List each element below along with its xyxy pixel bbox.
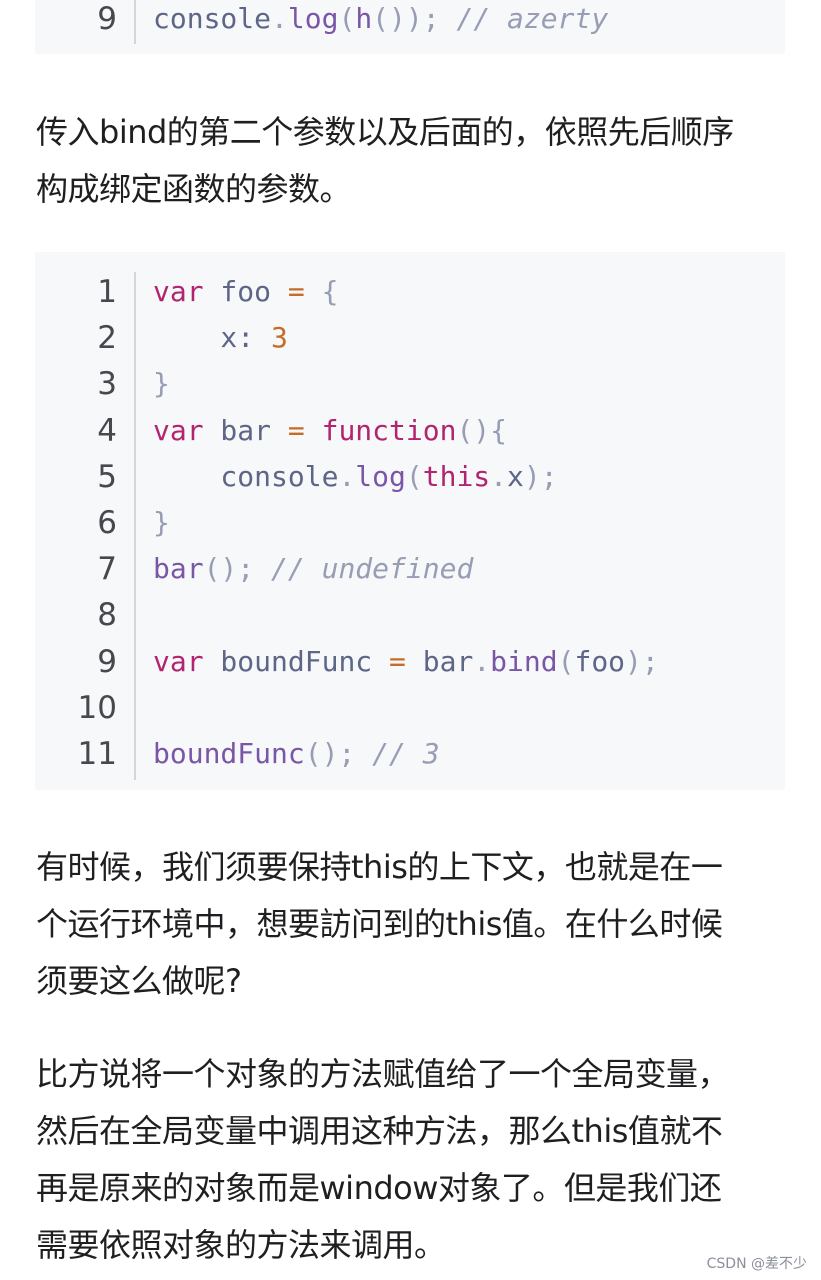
- paragraph-line: 构成绑定函数的参数。: [36, 170, 352, 208]
- code-line: 10: [35, 685, 785, 731]
- code-token: ();: [304, 737, 356, 770]
- csdn-watermark: CSDN @差不少: [706, 1256, 807, 1272]
- line-number: 1: [97, 274, 117, 310]
- paragraph-line: 然后在全局变量中调用这种方法，那么this值就不: [36, 1112, 723, 1150]
- code-text: var boundFunc = bar.bind(foo);: [153, 639, 659, 685]
- code-token: .: [271, 2, 288, 35]
- code-token: x:: [153, 321, 272, 355]
- code-line: 5 console.log(this.x);: [35, 454, 785, 500]
- line-number: 6: [97, 505, 117, 541]
- code-token: (){: [456, 413, 508, 447]
- line-number: 7: [97, 551, 117, 588]
- code-token: }: [153, 367, 170, 401]
- code-token: (: [338, 2, 356, 35]
- code-line: 9 var boundFunc = bar.bind(foo);: [35, 639, 785, 685]
- code-token: =: [287, 413, 305, 447]
- code-line: 9 console.log(h()); // azerty: [35, 0, 785, 42]
- gutter-divider: [134, 0, 136, 44]
- line-number: 9: [97, 643, 117, 680]
- code-block-top: 9 console.log(h()); // azerty: [35, 0, 785, 54]
- code-text: bar(); // undefined: [153, 546, 473, 592]
- code-token: log: [287, 2, 339, 35]
- code-line: 6}: [35, 500, 785, 546]
- code-token: ());: [372, 2, 440, 35]
- code-token: bind: [490, 644, 558, 678]
- line-number: 3: [97, 366, 117, 403]
- code-token: x: [507, 459, 524, 493]
- code-text: var bar = function(){: [153, 408, 507, 454]
- code-token: boundFunc: [203, 644, 390, 678]
- line-number: 10: [77, 689, 117, 726]
- code-line: 8: [35, 592, 785, 638]
- paragraph-line: 需要依照对象的方法来调用。: [36, 1226, 446, 1264]
- code-token: .: [338, 459, 356, 493]
- paragraph-bind-args: 传入bind的第二个参数以及后面的，依照先后顺序 构成绑定函数的参数。: [36, 104, 786, 218]
- paragraph-global-variable: 比方说将一个对象的方法赋值给了一个全局变量， 然后在全局变量中调用这种方法，那么…: [36, 1046, 786, 1274]
- code-token: =: [287, 275, 305, 308]
- code-text: console.log(this.x);: [153, 454, 558, 500]
- line-number: 11: [77, 736, 117, 772]
- line-number: 4: [97, 412, 117, 449]
- code-token: .: [473, 644, 491, 678]
- code-token: foo: [203, 275, 288, 308]
- code-text: boundFunc(); // 3: [153, 731, 440, 777]
- code-token: log: [355, 459, 406, 493]
- code-token: // azerty: [439, 2, 609, 35]
- code-token: var: [153, 644, 204, 678]
- code-token: (: [405, 459, 423, 493]
- code-token: ();: [203, 552, 255, 586]
- code-token: .: [490, 459, 508, 493]
- code-line: 11 boundFunc(); // 3: [35, 731, 785, 777]
- paragraph-line: 传入bind的第二个参数以及后面的，依照先后顺序: [36, 113, 734, 151]
- paragraph-line: 再是原来的对象而是window对象了。但是我们还: [36, 1169, 722, 1207]
- code-token: var: [153, 413, 204, 447]
- code-token: 3: [271, 321, 288, 355]
- code-token: this: [422, 459, 491, 493]
- code-text: x: 3: [153, 315, 288, 361]
- code-token: foo: [574, 644, 626, 678]
- code-line: 1 var foo = {: [35, 269, 785, 315]
- code-line: 7 bar(); // undefined: [35, 546, 785, 592]
- paragraph-line: 比方说将一个对象的方法赋值给了一个全局变量，: [36, 1055, 730, 1093]
- line-number: 5: [97, 458, 117, 495]
- code-token: );: [523, 459, 558, 493]
- code-text: console.log(h()); // azerty: [153, 0, 608, 42]
- code-token: console: [153, 2, 272, 35]
- line-number: 9: [97, 1, 117, 37]
- gutter-divider: [134, 272, 136, 780]
- code-token: (: [557, 644, 575, 678]
- paragraph-line: 有时候，我们须要保持this的上下文，也就是在一: [36, 848, 723, 886]
- code-token: // undefined: [254, 552, 474, 586]
- code-token: bar: [203, 413, 288, 447]
- code-token: =: [389, 644, 406, 678]
- paragraph-line: 须要这么做呢?: [36, 962, 242, 1000]
- code-token: {: [304, 275, 339, 308]
- code-text: }: [153, 500, 170, 546]
- code-token: console: [153, 459, 339, 493]
- code-token: h: [355, 2, 373, 35]
- line-number: 2: [97, 320, 117, 357]
- code-token: // 3: [355, 737, 440, 770]
- line-number: 8: [97, 597, 117, 634]
- code-token: );: [625, 644, 659, 678]
- code-token: }: [153, 506, 170, 539]
- code-line: 2 x: 3: [35, 315, 785, 361]
- code-text: var foo = {: [153, 269, 338, 315]
- code-token: boundFunc: [153, 737, 305, 770]
- code-line: 3}: [35, 361, 785, 407]
- code-token: bar: [153, 552, 204, 586]
- paragraph-line: 个运行环境中，想要訪问到的this值。在什么时候: [36, 905, 723, 943]
- code-token: var: [153, 275, 204, 308]
- code-token: function: [304, 413, 457, 447]
- code-text: }: [153, 361, 170, 407]
- code-token: bar: [405, 644, 474, 678]
- code-line: 4 var bar = function(){: [35, 408, 785, 454]
- paragraph-this-context: 有时候，我们须要保持this的上下文，也就是在一 个运行环境中，想要訪问到的th…: [36, 839, 786, 1010]
